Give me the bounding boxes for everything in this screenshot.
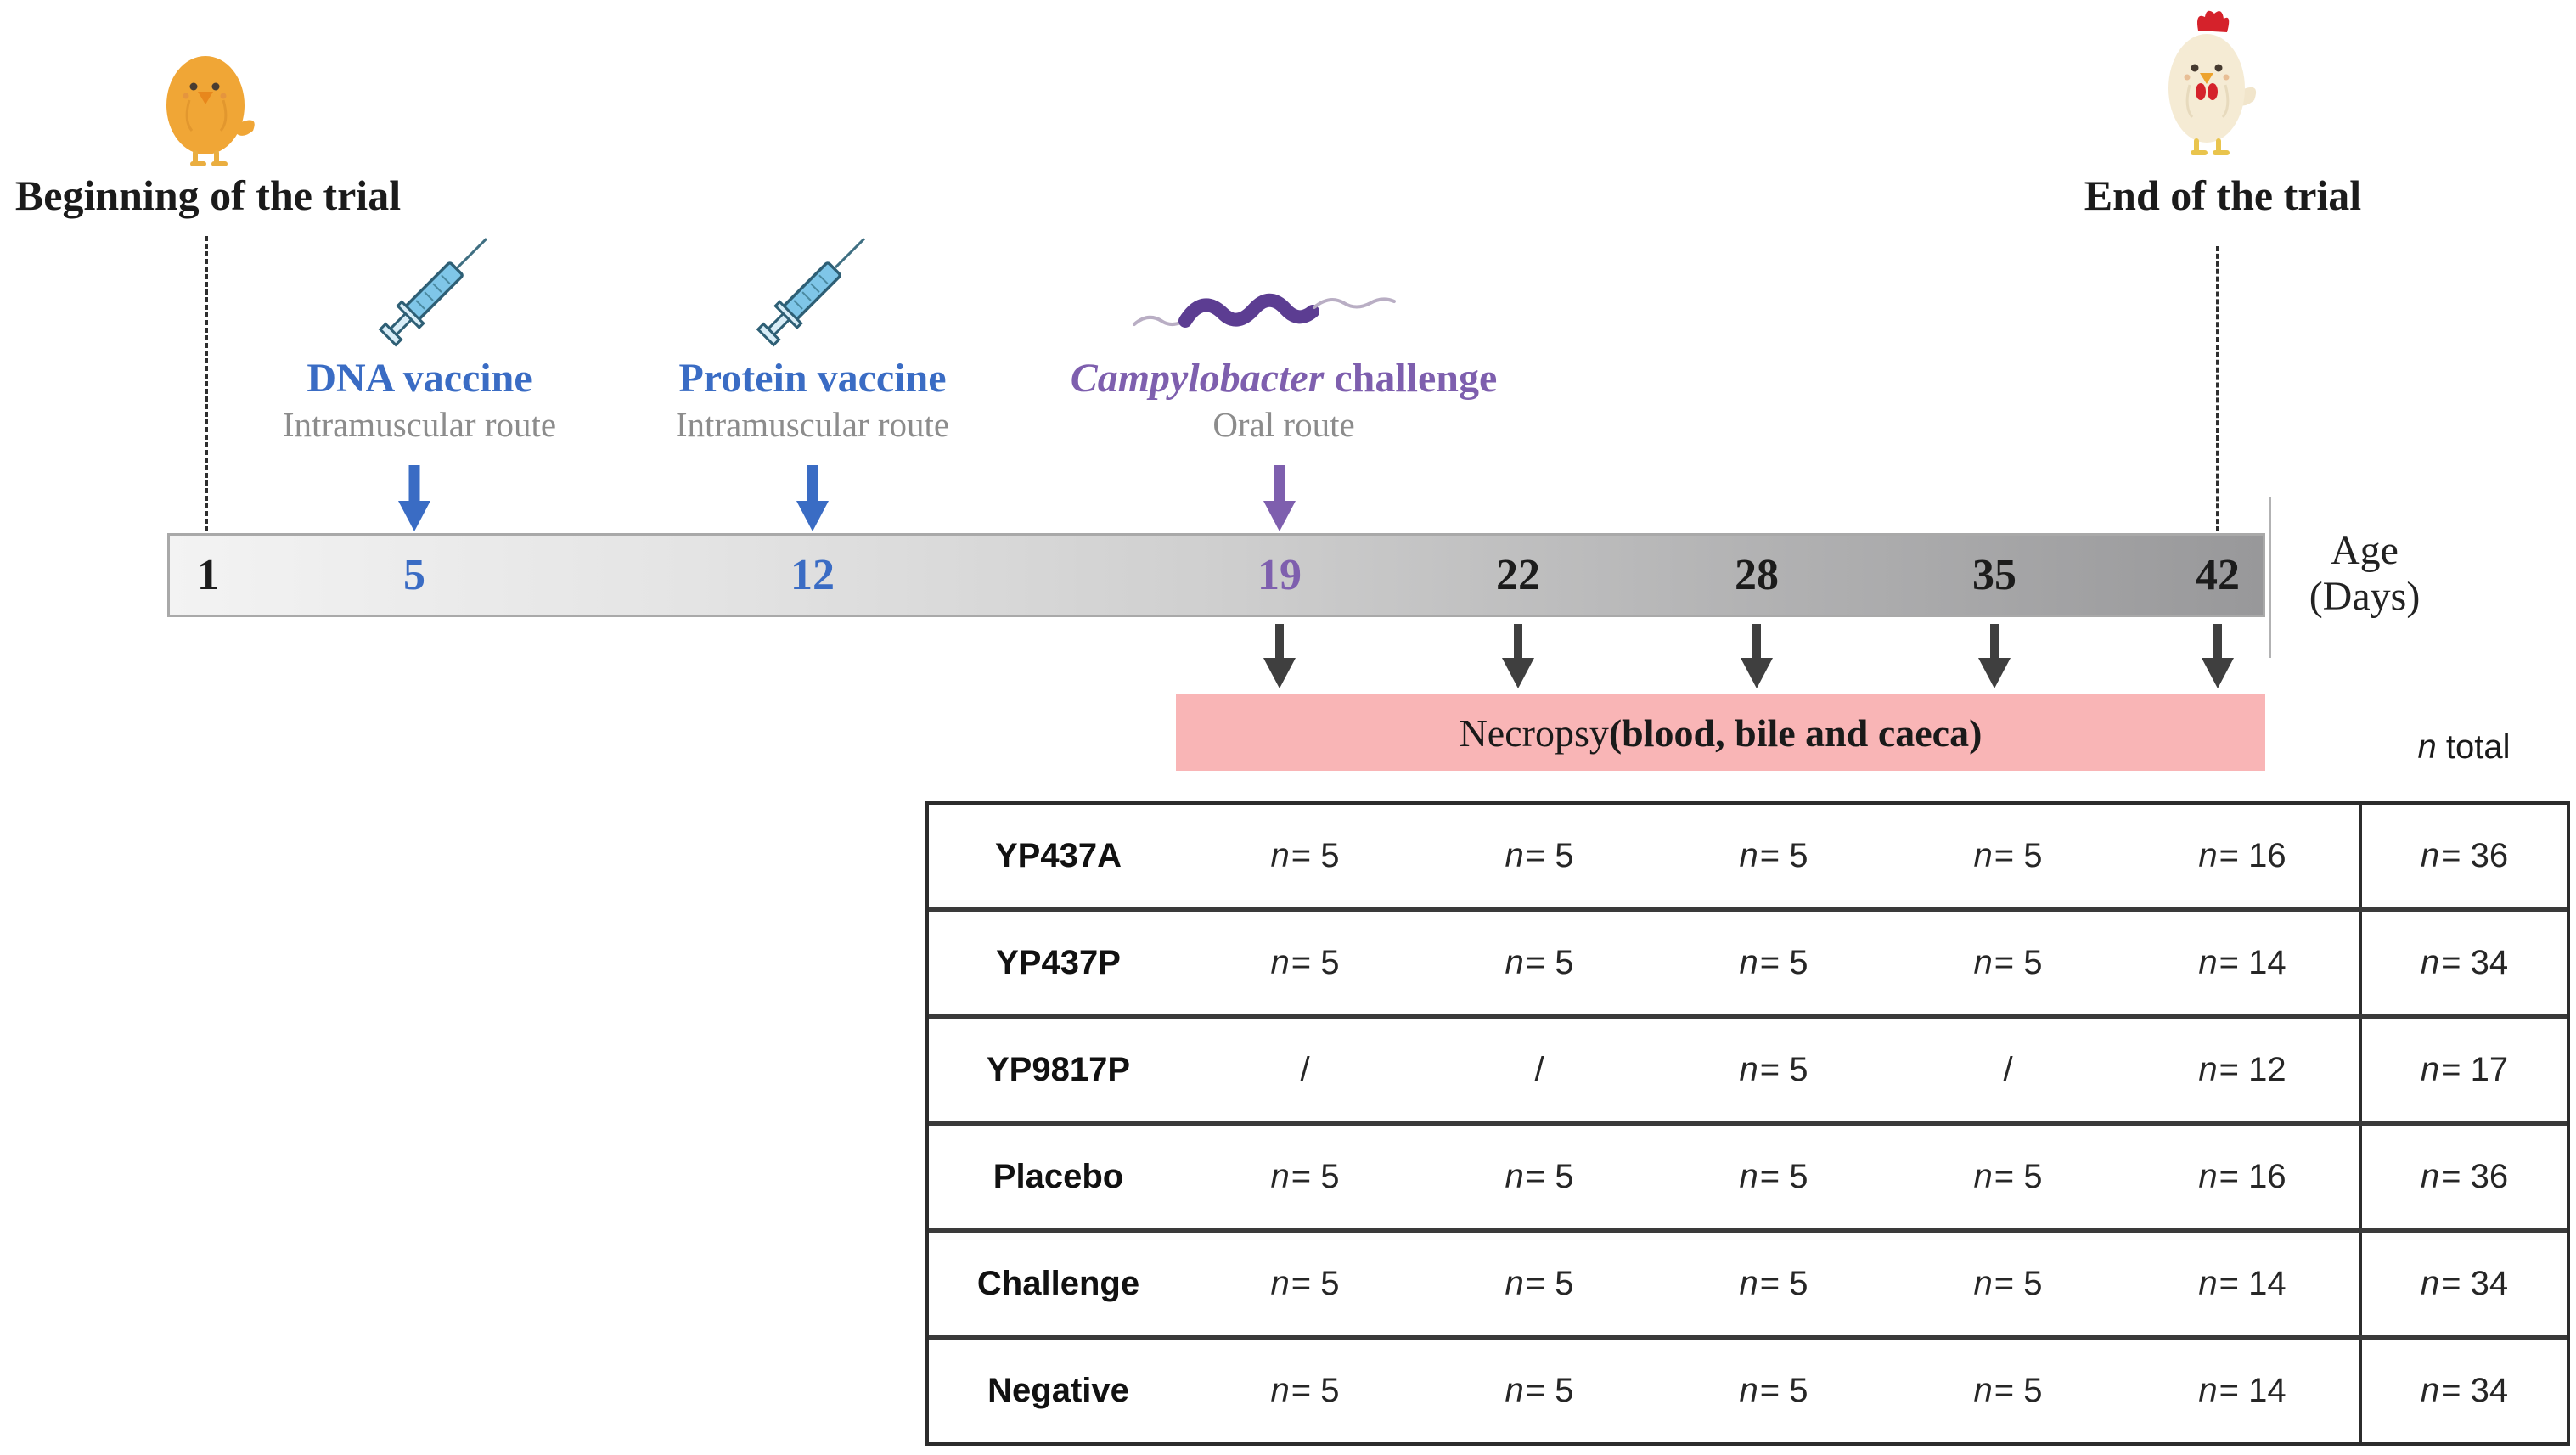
dashed-connector-start [205, 236, 208, 531]
protein-vaccine-title: Protein vaccine [678, 356, 947, 401]
table-cell: n = 14 [2198, 1265, 2286, 1302]
beginning-of-trial-label: Beginning of the trial [14, 171, 402, 219]
table-cell: n = 5 [1505, 1372, 1574, 1409]
table-cell: n = 5 [1270, 837, 1340, 874]
table-row: Placebo n = 5 n = 5 n = 5 n = 5 n = 16 n = 36 [929, 1121, 2567, 1228]
table-cell: n = 5 [1973, 1372, 2043, 1409]
day-label-22: 22 [1496, 551, 1540, 599]
table-cell: n = 5 [1505, 837, 1574, 874]
campylobacter-challenge-arrow-down-icon [1260, 465, 1299, 536]
table-cell: n = 5 [1973, 1158, 2043, 1195]
table-cell: n = 5 [1270, 1372, 1340, 1409]
day-label-35: 35 [1972, 551, 2016, 599]
table-cell: n = 5 [1739, 837, 1808, 874]
table-cell: / [1534, 1051, 1544, 1088]
table-cell: n = 5 [1973, 1265, 2043, 1302]
dna-vaccine-arrow-down-icon [395, 465, 434, 536]
table-cell: n = 34 [2359, 1233, 2567, 1335]
table-cell: n = 36 [2359, 805, 2567, 907]
age-axis-label: Age (Days) [2292, 528, 2437, 620]
necropsy-label-prefix: Necropsy [1459, 711, 1609, 755]
protein-vaccine-arrow-down-icon [793, 465, 832, 536]
table-row: YP437A n = 5 n = 5 n = 5 n = 5 n = 16 n = 36 [929, 805, 2567, 907]
day-label-28: 28 [1735, 551, 1779, 599]
campylobacter-challenge-title: Campylobacter challenge [1070, 356, 1498, 401]
necropsy-banner: Necropsy (blood, bile and caeca) [1176, 694, 2265, 771]
bacteria-icon [1129, 284, 1422, 344]
table-cell: n = 34 [2359, 912, 2567, 1014]
necropsy-arrow-down-icon [2199, 624, 2236, 693]
timeline-bar [167, 533, 2265, 617]
table-cell: n = 5 [1505, 1265, 1574, 1302]
table-cell: n = 5 [1739, 1158, 1808, 1195]
dashed-connector-end [2216, 246, 2219, 531]
table-cell: n = 16 [2198, 837, 2286, 874]
necropsy-arrow-down-icon [1499, 624, 1537, 693]
day-label-42: 42 [2196, 551, 2240, 599]
group-label: Placebo [993, 1158, 1124, 1195]
age-axis-bracket [2269, 497, 2271, 658]
table-cell: n = 5 [1973, 837, 2043, 874]
end-of-trial-label: End of the trial [2084, 171, 2362, 219]
table-cell: / [2003, 1051, 2013, 1088]
table-cell: n = 5 [1739, 1051, 1808, 1088]
table-cell: n = 5 [1739, 1265, 1808, 1302]
day-label-5: 5 [403, 551, 425, 599]
table-row: Negative n = 5 n = 5 n = 5 n = 5 n = 14 n = 34 [929, 1335, 2567, 1442]
table-row: Challenge n = 5 n = 5 n = 5 n = 5 n = 14 n = 3… [929, 1228, 2567, 1335]
table-cell: n = 5 [1270, 944, 1340, 981]
table-cell: n = 5 [1739, 944, 1808, 981]
group-label: Negative [987, 1372, 1129, 1409]
group-label: YP437P [996, 944, 1121, 981]
necropsy-arrow-down-icon [1738, 624, 1775, 693]
day-label-1: 1 [197, 551, 219, 599]
dna-vaccine-title: DNA vaccine [307, 356, 532, 401]
table-cell: / [1300, 1051, 1310, 1088]
protein-vaccine-route: Intramuscular route [675, 405, 950, 444]
dna-vaccine-route: Intramuscular route [282, 405, 557, 444]
group-label: YP437A [995, 837, 1122, 874]
table-cell: n = 5 [1505, 1158, 1574, 1195]
day-label-19: 19 [1257, 551, 1302, 599]
table-cell: n = 5 [1739, 1372, 1808, 1409]
table-cell: n = 5 [1973, 944, 2043, 981]
n-symbol: n [2417, 728, 2437, 766]
table-cell: n = 34 [2359, 1340, 2567, 1442]
age-axis-label-line2: (Days) [2309, 574, 2421, 619]
chick-icon [157, 42, 261, 176]
group-label: YP9817P [986, 1051, 1131, 1088]
necropsy-arrow-down-icon [1976, 624, 2013, 693]
table-cell: n = 16 [2198, 1158, 2286, 1195]
n-total-header: n total [2418, 728, 2511, 767]
necropsy-arrow-down-icon [1261, 624, 1298, 693]
campylobacter-challenge-route: Oral route [1212, 405, 1355, 444]
table-cell: n = 5 [1270, 1265, 1340, 1302]
n-total-label: total [2445, 728, 2511, 766]
hen-icon [2154, 7, 2264, 166]
group-label: Challenge [976, 1265, 1140, 1302]
table-cell: n = 14 [2198, 944, 2286, 981]
table-cell: n = 12 [2198, 1051, 2286, 1088]
table-cell: n = 14 [2198, 1372, 2286, 1409]
table-row: YP9817P / / n = 5 / n = 12 n = 17 [929, 1014, 2567, 1121]
day-label-12: 12 [790, 551, 835, 599]
table-cell: n = 17 [2359, 1019, 2567, 1121]
table-row: YP437P n = 5 n = 5 n = 5 n = 5 n = 14 n = 34 [929, 907, 2567, 1014]
table-cell: n = 36 [2359, 1126, 2567, 1228]
age-axis-label-line1: Age [2331, 528, 2399, 573]
necropsy-label-bold: (blood, bile and caeca) [1608, 711, 1983, 755]
syringe-icon [743, 216, 896, 352]
syringe-icon [365, 216, 518, 352]
table-cell: n = 5 [1270, 1158, 1340, 1195]
table-cell: n = 5 [1505, 944, 1574, 981]
